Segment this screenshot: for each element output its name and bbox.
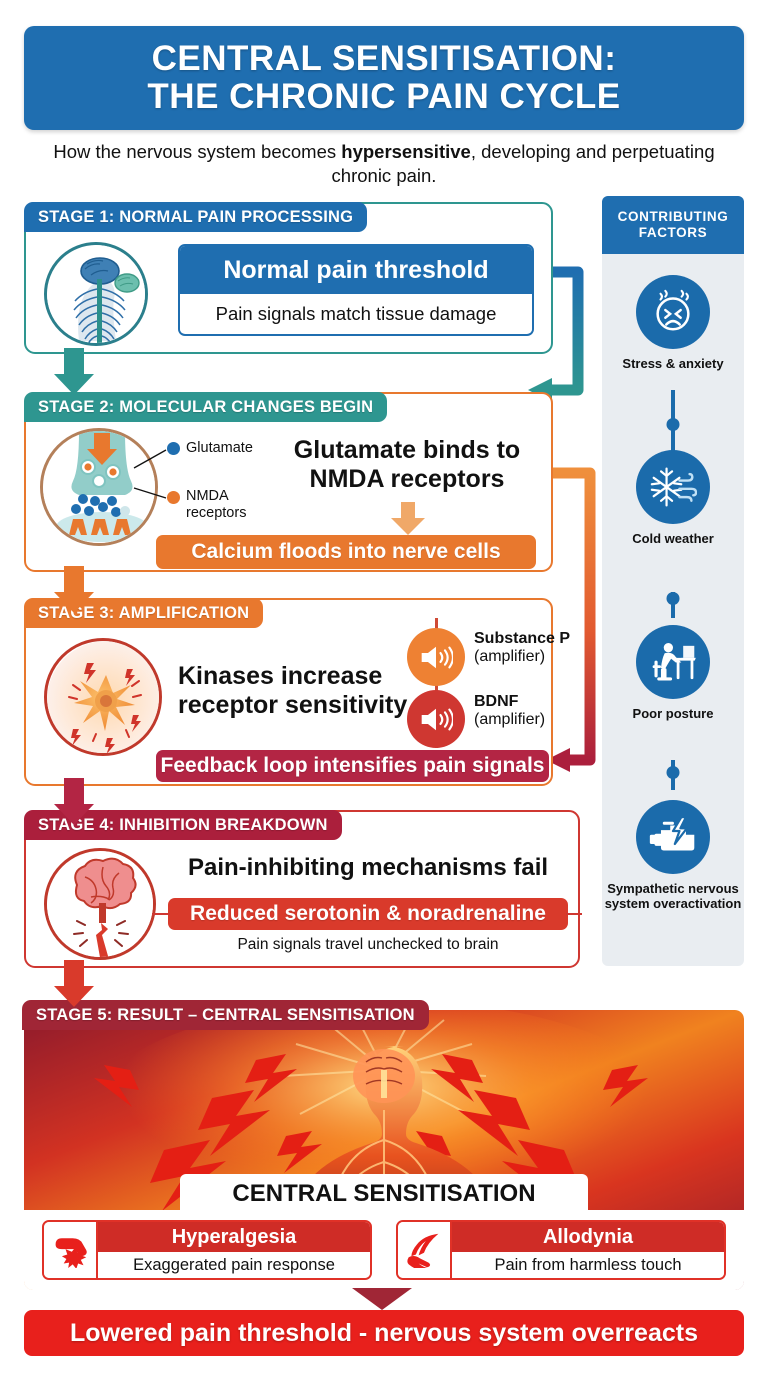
stage-3-headline: Kinases increase receptor sensitivity xyxy=(178,662,408,719)
factor-label-cold: Cold weather xyxy=(632,531,714,546)
stage-1-headline: Normal pain threshold xyxy=(180,246,532,294)
legend-label-glutamate: Glutamate xyxy=(186,440,253,456)
factor-item-posture[interactable]: Poor posture xyxy=(602,625,744,721)
stage-4-band-right-tick xyxy=(566,913,582,915)
snowflake-wind-icon xyxy=(636,450,710,524)
bdnf-name: BDNF xyxy=(474,693,519,710)
stage-2-badge: STAGE 2: MOLECULAR CHANGES BEGIN xyxy=(24,392,388,422)
stage-2-inner-arrow xyxy=(391,502,425,535)
factor-label-stress: Stress & anxiety xyxy=(622,356,724,371)
stage-2-headline: Glutamate binds to NMDA receptors xyxy=(293,436,521,493)
page-title-line2: THE CHRONIC PAIN CYCLE xyxy=(147,77,621,116)
nmda-dot-icon xyxy=(167,491,180,504)
page-title: CENTRAL SENSITISATION: THE CHRONIC PAIN … xyxy=(147,40,620,116)
brain-broken-signal-icon xyxy=(44,848,156,960)
stage-4-detail: Pain signals travel unchecked to brain xyxy=(237,936,499,953)
factor-connector-1 xyxy=(671,390,675,420)
firing-neuron-icon xyxy=(44,638,162,756)
arrow-stage1-to-stage2 xyxy=(54,348,94,395)
stage-1-badge: STAGE 1: NORMAL PAIN PROCESSING xyxy=(24,202,368,232)
contributing-factors-title-line1: CONTRIBUTING xyxy=(617,208,729,224)
nervous-system-icon xyxy=(44,242,148,346)
stage-4-panel: STAGE 4: INHIBITION BREAKDOWN Pai xyxy=(24,810,582,968)
arrow-stage4-to-stage5 xyxy=(54,960,94,1007)
stage-1-panel: STAGE 1: NORMAL PAIN PROCESSING xyxy=(24,202,553,354)
final-summary-band: Lowered pain threshold - nervous system … xyxy=(24,1310,744,1356)
substance-p-name: Substance P xyxy=(474,630,571,647)
bdnf-note: (amplifier) xyxy=(474,711,546,729)
subtitle-emphasis: hypersensitive xyxy=(341,141,471,162)
stage-5-caption-card: CENTRAL SENSITISATION xyxy=(180,1174,588,1214)
stage-1-callout: Normal pain threshold Pain signals match… xyxy=(178,244,534,336)
result-title-hyperalgesia: Hyperalgesia xyxy=(98,1222,370,1252)
page-title-line1: CENTRAL SENSITISATION: xyxy=(151,39,617,79)
stage-4-band-left-tick xyxy=(152,913,170,915)
result-card-allodynia[interactable]: Allodynia Pain from harmless touch xyxy=(396,1220,726,1280)
stage-1-detail: Pain signals match tissue damage xyxy=(180,294,532,333)
bdnf-speaker-icon xyxy=(407,690,465,748)
subtitle-part-b: , developing and perpetuating chronic pa… xyxy=(331,141,715,187)
feather-touch-icon xyxy=(398,1222,452,1278)
desk-sitting-icon xyxy=(636,625,710,699)
final-summary-text: Lowered pain threshold - nervous system … xyxy=(70,1318,698,1347)
result-desc-allodynia: Pain from harmless touch xyxy=(452,1252,724,1278)
page-subtitle: How the nervous system becomes hypersens… xyxy=(44,140,724,189)
subtitle-part-a: How the nervous system becomes xyxy=(53,141,342,162)
substance-p-label: Substance P (amplifier) xyxy=(474,630,578,667)
result-card-hyperalgesia[interactable]: Hyperalgesia Exaggerated pain response xyxy=(42,1220,372,1280)
factor-label-sympathetic: Sympathetic nervous system overactivatio… xyxy=(604,881,742,912)
glutamate-dot-icon xyxy=(167,441,180,455)
legend-item-glutamate: Glutamate xyxy=(167,440,253,456)
engine-bolt-icon xyxy=(636,800,710,874)
stage-4-badge: STAGE 4: INHIBITION BREAKDOWN xyxy=(24,810,342,840)
factor-dot-2 xyxy=(666,592,680,605)
result-title-allodynia: Allodynia xyxy=(452,1222,724,1252)
factor-item-sympathetic[interactable]: Sympathetic nervous system overactivatio… xyxy=(602,800,744,912)
page-title-bar: CENTRAL SENSITISATION: THE CHRONIC PAIN … xyxy=(24,26,744,130)
contributing-factors-title: CONTRIBUTING FACTORS xyxy=(602,196,744,254)
legend-label-nmda: NMDA receptors xyxy=(186,488,247,522)
stage-2-panel: STAGE 2: MOLECULAR CHANGES BEGIN xyxy=(24,392,553,572)
stage-4-headline: Pain-inhibiting mechanisms fail xyxy=(187,854,549,881)
stage-4-band: Reduced serotonin & noradrenaline xyxy=(168,898,568,930)
final-band-notch xyxy=(352,1288,412,1310)
stage-5-caption: CENTRAL SENSITISATION xyxy=(232,1180,536,1207)
bdnf-label: BDNF (amplifier) xyxy=(474,693,578,730)
factor-connector-2 xyxy=(671,592,675,618)
stage-5-badge: STAGE 5: RESULT – CENTRAL SENSITISATION xyxy=(22,1000,429,1030)
factor-item-cold[interactable]: Cold weather xyxy=(602,450,744,546)
factor-item-stress[interactable]: Stress & anxiety xyxy=(602,275,744,371)
stage-2-band: Calcium floods into nerve cells xyxy=(156,535,536,569)
stage-3-panel: STAGE 3: AMPLIFICATION xyxy=(24,598,570,786)
legend-leader-lines xyxy=(133,449,167,499)
stage-3-band: Feedback loop intensifies pain signals xyxy=(156,750,549,782)
stage-5-panel: STAGE 5: RESULT – CENTRAL SENSITISATION xyxy=(22,1000,744,1290)
legend-item-nmda: NMDA receptors xyxy=(167,488,250,522)
arrow-stage3-to-stage4 xyxy=(54,778,94,825)
result-desc-hyperalgesia: Exaggerated pain response xyxy=(98,1252,370,1278)
stage-3-badge: STAGE 3: AMPLIFICATION xyxy=(24,598,264,628)
contributing-factors-title-line2: FACTORS xyxy=(638,225,708,240)
factor-dot-1 xyxy=(666,418,680,431)
arrow-stage2-to-stage3 xyxy=(54,566,94,613)
synapse-icon xyxy=(40,428,158,546)
substance-p-speaker-icon xyxy=(407,628,465,686)
hand-pain-icon xyxy=(44,1222,98,1278)
factor-label-posture: Poor posture xyxy=(632,706,714,721)
substance-p-note: (amplifier) xyxy=(474,648,546,666)
factor-dot-3 xyxy=(666,766,680,779)
factor-connector-1b xyxy=(671,428,675,456)
stressed-face-icon xyxy=(636,275,710,349)
